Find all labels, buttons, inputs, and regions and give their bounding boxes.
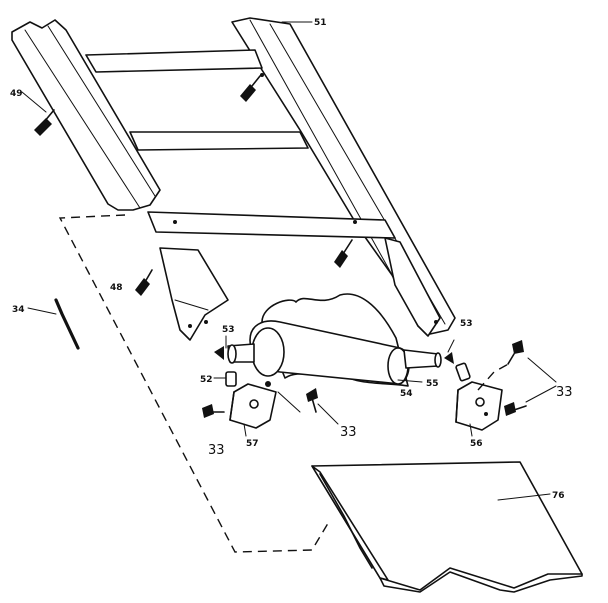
- screw-near-crossbar: [240, 75, 261, 102]
- bracket-56: [455, 381, 503, 437]
- label-33-center: 33: [340, 425, 357, 440]
- label-56: 56: [470, 439, 483, 449]
- label-54: 54: [400, 389, 413, 399]
- screw-33-lower-left: [202, 404, 225, 418]
- label-53-right: 53: [460, 319, 473, 329]
- table-panel-76: [311, 461, 583, 593]
- screw-33-center: [306, 388, 339, 425]
- screw-48: [135, 269, 153, 296]
- label-51: 51: [314, 18, 327, 28]
- dashed-assembly-outline: [58, 214, 331, 553]
- bracket-57: [229, 381, 277, 437]
- rail-frame: [11, 17, 456, 341]
- label-33-right: 33: [556, 385, 573, 400]
- label-48: 48: [110, 283, 123, 293]
- label-55: 55: [426, 379, 439, 389]
- screw-49: [21, 91, 55, 136]
- label-34: 34: [12, 305, 25, 315]
- pin-left-53: [214, 335, 227, 360]
- screw-under-bar: [334, 239, 353, 268]
- label-52: 52: [200, 375, 213, 385]
- label-76: 76: [552, 491, 565, 501]
- pin-right-53: [444, 339, 455, 364]
- hex-key-34: [27, 298, 80, 350]
- roller-54: [227, 293, 442, 387]
- spring-pin-52: [213, 371, 237, 387]
- label-57: 57: [246, 439, 259, 449]
- pin-right-lower: [455, 362, 471, 382]
- screw-33-right: [504, 340, 557, 416]
- label-33-lower-left: 33: [208, 443, 225, 458]
- label-53-left: 53: [222, 325, 235, 335]
- label-49: 49: [10, 89, 23, 99]
